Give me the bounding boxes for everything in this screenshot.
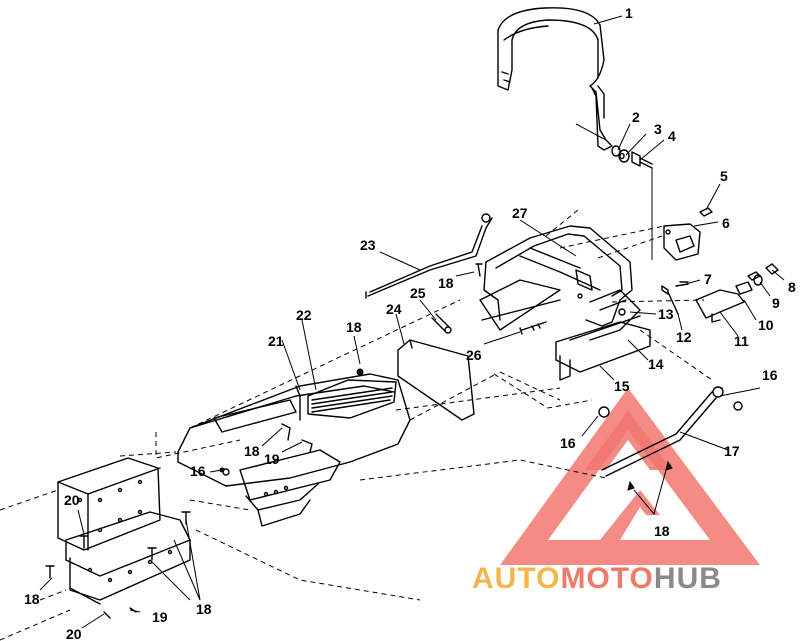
bolts-near-rear-bar xyxy=(627,460,673,491)
callout-25: 25 xyxy=(410,285,426,301)
callout-22: 22 xyxy=(296,307,312,323)
callout-18-rack: 18 xyxy=(438,275,454,291)
washers-bolt-part xyxy=(611,145,653,260)
rear-bar-part xyxy=(219,386,743,477)
lower-left-bolts xyxy=(45,511,191,619)
backrest-part xyxy=(497,7,613,151)
callout-18-mid: 18 xyxy=(244,443,260,459)
callout-labels: 1 2 3 4 5 6 7 8 9 10 11 12 13 14 15 16 1… xyxy=(24,5,796,641)
callout-23: 23 xyxy=(360,237,376,253)
callout-26: 26 xyxy=(466,347,482,363)
small-bolts-rack xyxy=(475,263,547,335)
callout-10: 10 xyxy=(758,317,774,333)
callout-20-top: 20 xyxy=(64,492,80,508)
callout-27: 27 xyxy=(512,205,528,221)
callout-17: 17 xyxy=(724,443,740,459)
callout-16-rack: 16 xyxy=(560,435,576,451)
callout-14: 14 xyxy=(648,356,664,372)
callout-8: 8 xyxy=(788,279,796,295)
callout-24: 24 xyxy=(386,301,402,317)
callout-5: 5 xyxy=(720,168,728,184)
callout-19-mid: 19 xyxy=(264,451,280,467)
watermark-auto: AUTO xyxy=(472,562,560,595)
pin-part-25 xyxy=(431,313,452,334)
callout-20-bottom: 20 xyxy=(66,626,82,641)
callout-6: 6 xyxy=(722,215,730,231)
callout-18-rear: 18 xyxy=(654,523,670,539)
callout-15: 15 xyxy=(614,378,630,394)
callout-18-top: 18 xyxy=(346,319,362,335)
watermark-text: AUTOMOTOHUB xyxy=(472,562,722,595)
watermark-hub: HUB xyxy=(654,562,722,595)
main-frame-part xyxy=(177,368,411,527)
callout-13: 13 xyxy=(658,306,674,322)
callout-18-bottom: 18 xyxy=(196,601,212,617)
callout-19-bottom: 19 xyxy=(152,609,168,625)
callout-11: 11 xyxy=(734,333,749,349)
svg-text:AUTOMOTOHUB: AUTOMOTOHUB xyxy=(472,562,722,595)
callout-9: 9 xyxy=(772,295,780,311)
watermark-moto: MOTO xyxy=(560,562,653,595)
callout-18-left: 18 xyxy=(24,591,40,607)
leader-lines xyxy=(0,15,785,641)
callout-4: 4 xyxy=(668,128,676,144)
bar-part-23 xyxy=(365,213,493,299)
callout-1: 1 xyxy=(625,5,633,21)
right-hardware-parts xyxy=(661,263,779,323)
callout-12: 12 xyxy=(676,329,692,345)
callout-16-frame: 16 xyxy=(190,463,206,479)
callout-16-right: 16 xyxy=(762,367,778,383)
side-panel-part xyxy=(397,339,475,421)
lower-bumper-part xyxy=(57,457,191,605)
callout-21: 21 xyxy=(268,333,284,349)
watermark-logo xyxy=(500,388,760,565)
callout-7: 7 xyxy=(704,271,712,287)
callout-2: 2 xyxy=(632,109,640,125)
callout-3: 3 xyxy=(654,121,662,137)
bracket-part-6 xyxy=(663,207,713,261)
